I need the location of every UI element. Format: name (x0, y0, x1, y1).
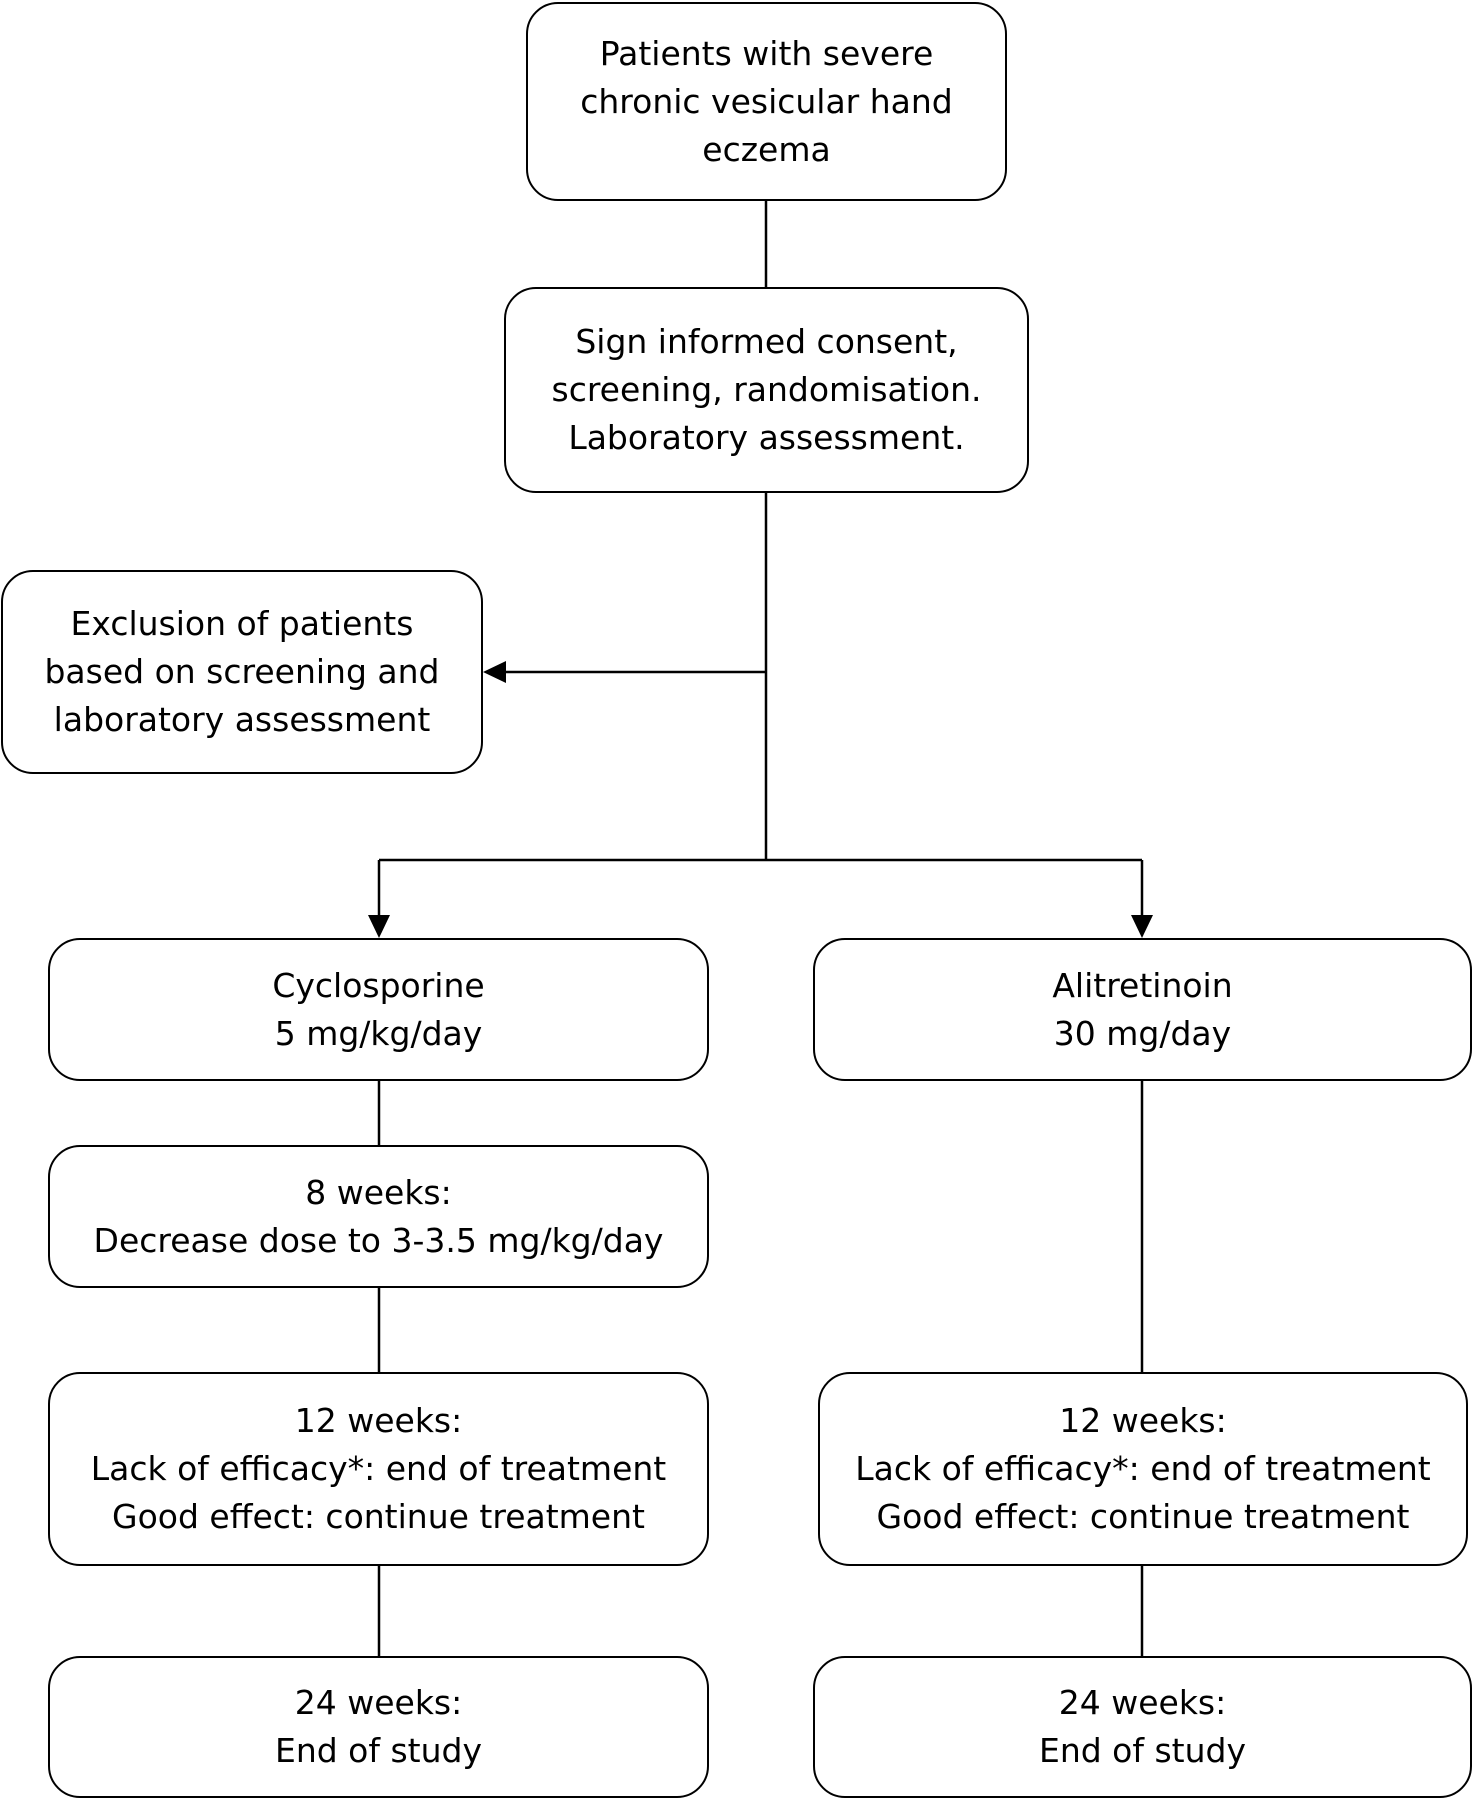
node-exclusion-line-1: Exclusion of patients (70, 604, 414, 643)
node-consent-line-3: Laboratory assessment. (568, 418, 965, 457)
node-cyclo-12-weeks-line-3: Good effect: continue treatment (112, 1497, 645, 1536)
node-start-line-1: Patients with severe (599, 33, 934, 73)
node-consent-line-2: screening, randomisation. (551, 370, 982, 409)
node-exclusion-line-3: laboratory assessment (53, 700, 431, 739)
node-cyclo-12-weeks: 12 weeks: Lack of efficacy*: end of trea… (48, 1372, 709, 1566)
node-ali-12-weeks-line-3: Good effect: continue treatment (876, 1497, 1410, 1536)
node-ali-12-weeks: 12 weeks: Lack of efficacy*: end of trea… (818, 1372, 1468, 1566)
node-alitretinoin-line-1: Alitretinoin (1052, 965, 1233, 1005)
node-cyclo-8-weeks-line-1: 8 weeks: (305, 1172, 452, 1212)
node-cyclo-24-weeks-line-2: End of study (274, 1731, 483, 1770)
node-cyclo-12-weeks-line-2: Lack of efficacy*: end of treatment (90, 1449, 667, 1488)
node-consent: Sign informed consent, screening, random… (504, 287, 1029, 493)
node-consent-line-1: Sign informed consent, (575, 322, 958, 361)
node-cyclo-24-weeks: 24 weeks: End of study (48, 1656, 709, 1798)
node-start: Patients with severe chronic vesicular h… (526, 2, 1007, 201)
arrowhead-cyclosporine (368, 915, 390, 938)
node-alitretinoin-line-2: 30 mg/day (1053, 1013, 1232, 1053)
node-ali-12-weeks-line-2: Lack of efficacy*: end of treatment (855, 1449, 1431, 1488)
node-start-line-2: chronic vesicular hand (580, 81, 953, 121)
node-ali-24-weeks: 24 weeks: End of study (813, 1656, 1472, 1798)
node-alitretinoin: Alitretinoin 30 mg/day (813, 938, 1472, 1081)
arrowhead-alitretinoin (1131, 915, 1153, 938)
node-start-line-3: eczema (702, 129, 831, 169)
node-exclusion: Exclusion of patients based on screening… (1, 570, 483, 774)
node-cyclo-12-weeks-line-1: 12 weeks: (294, 1401, 463, 1440)
arrowhead-exclusion (483, 661, 506, 683)
node-cyclosporine-line-2: 5 mg/kg/day (274, 1013, 483, 1053)
node-cyclo-8-weeks: 8 weeks: Decrease dose to 3-3.5 mg/kg/da… (48, 1145, 709, 1288)
node-cyclosporine-line-1: Cyclosporine (272, 965, 485, 1005)
node-cyclo-8-weeks-line-2: Decrease dose to 3-3.5 mg/kg/day (93, 1220, 664, 1260)
node-ali-24-weeks-line-1: 24 weeks: (1058, 1683, 1227, 1722)
node-ali-12-weeks-line-1: 12 weeks: (1059, 1401, 1227, 1440)
node-exclusion-line-2: based on screening and (44, 652, 440, 691)
node-cyclo-24-weeks-line-1: 24 weeks: (294, 1683, 463, 1722)
node-ali-24-weeks-line-2: End of study (1038, 1731, 1247, 1770)
node-cyclosporine: Cyclosporine 5 mg/kg/day (48, 938, 709, 1081)
